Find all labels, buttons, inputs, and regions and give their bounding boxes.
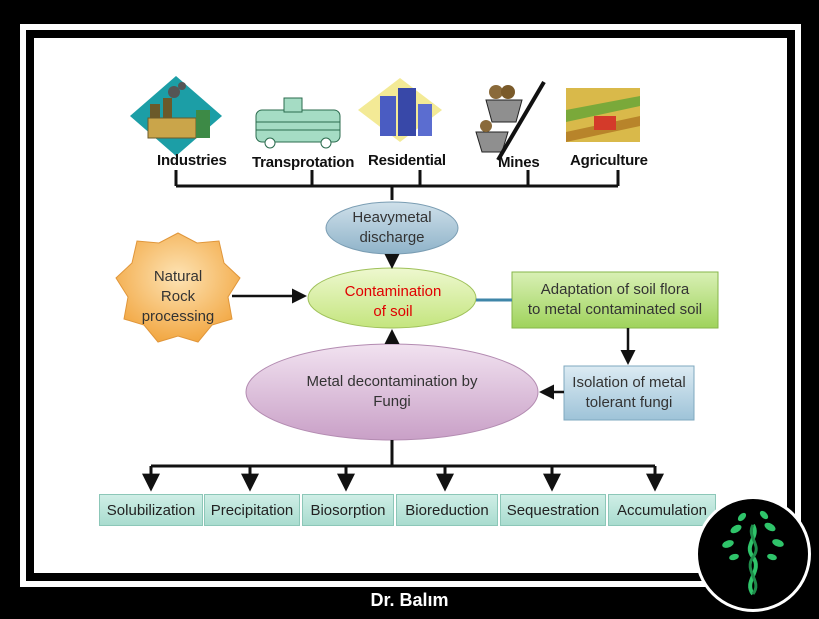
decontamination-label: Metal decontamination by Fungi — [306, 373, 478, 410]
train-icon — [255, 97, 341, 149]
mechanism-solubilization: Solubilization — [99, 494, 203, 526]
isolation-node — [563, 365, 695, 421]
source-label-transportation: Transprotation — [252, 154, 355, 171]
source-label-mines: Mines — [498, 154, 540, 171]
mechanism-accumulation: Accumulation — [608, 494, 716, 526]
mine-cart-icon — [475, 80, 546, 162]
natural-rock-node — [115, 232, 241, 343]
mechanism-bioreduction: Bioreduction — [396, 494, 498, 526]
factory-icon — [130, 76, 222, 156]
author-footer: Dr. Balım — [370, 590, 449, 610]
adaptation-label: Adaptation of soil flora to metal contam… — [527, 281, 703, 318]
isolation-label: Isolation of metal tolerant fungi — [572, 374, 686, 411]
contamination-label: Contamination of soil — [344, 283, 442, 320]
mechanism-biosorption: Biosorption — [302, 494, 394, 526]
mechanism-precipitation: Precipitation — [204, 494, 300, 526]
source-label-residential: Residential — [368, 152, 446, 169]
farm-field-icon — [566, 88, 640, 142]
source-label-industries: Industries — [157, 152, 227, 169]
building-icon — [358, 78, 442, 142]
natural-rock-label: Natural Rock processing — [141, 268, 215, 325]
mechanism-sequestration: Sequestration — [500, 494, 606, 526]
source-label-agriculture: Agriculture — [570, 152, 648, 169]
tree-dna-logo-icon — [695, 496, 811, 612]
heavymetal-label: Heavymetal discharge — [352, 209, 432, 246]
